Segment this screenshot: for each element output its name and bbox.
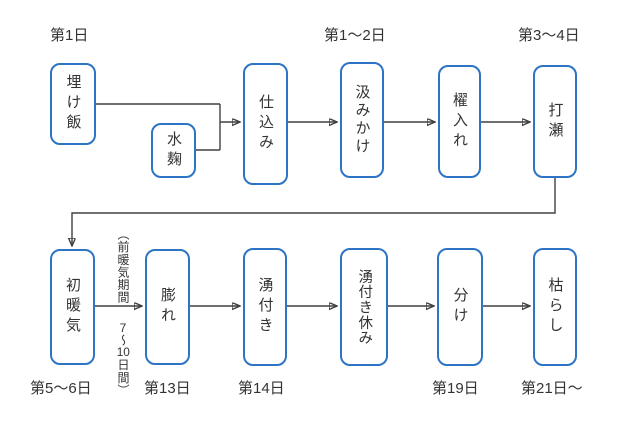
connector-utase-hatsudanki	[72, 178, 556, 246]
node-hatsudanki: 初暖気	[50, 249, 95, 365]
node-wakitsuki-label: 湧付き	[256, 277, 275, 337]
day-label-13: 第13日	[144, 380, 191, 397]
day-label-1-2: 第1〜2日	[324, 27, 386, 44]
node-kaiire-label: 櫂入れ	[451, 91, 469, 152]
node-mizukoji-label: 水麹	[165, 130, 183, 171]
node-utase: 打瀬	[533, 65, 577, 178]
note-line-1: （前暖気期間	[116, 228, 130, 304]
note-line-2: 7〜10日間）	[116, 321, 130, 396]
node-shikomi-label: 仕込み	[257, 94, 275, 154]
node-shikomi: 仕込み	[243, 63, 288, 185]
node-fukure: 膨れ	[145, 249, 190, 365]
day-label-3-4: 第3〜4日	[518, 27, 580, 44]
node-wake: 分け	[437, 248, 483, 366]
node-karashi: 枯らし	[533, 248, 577, 366]
note-num-7: 7	[119, 321, 127, 334]
node-mizukoji: 水麹	[151, 123, 196, 178]
node-karashi-label: 枯らし	[546, 277, 565, 337]
node-fukure-label: 膨れ	[159, 287, 177, 327]
day-label-14: 第14日	[238, 380, 285, 397]
note-suffix: 日間）	[116, 358, 130, 396]
node-wakitsuki-yasumi: 湧付き休み	[340, 248, 388, 366]
node-hatsudanki-label: 初暖気	[64, 277, 82, 337]
note-pre-danki-period: （前暖気期間 7〜10日間）	[109, 228, 137, 396]
day-label-5-6: 第5〜6日	[30, 380, 92, 397]
node-kumikake-label: 汲みかけ	[353, 84, 372, 156]
node-ikemeshi-label: 埋け飯	[64, 74, 83, 134]
node-wakitsuki-yasumi-label: 湧付き休み	[356, 268, 373, 346]
node-utase-label: 打瀬	[546, 101, 565, 142]
day-label-19: 第19日	[432, 380, 479, 397]
node-wakitsuki: 湧付き	[243, 248, 287, 366]
node-kumikake: 汲みかけ	[340, 62, 384, 178]
node-kaiire: 櫂入れ	[438, 65, 481, 178]
day-label-21: 第21日〜	[521, 380, 583, 397]
day-label-1: 第1日	[50, 27, 89, 44]
note-num-10: 10	[116, 346, 130, 359]
node-ikemeshi: 埋け飯	[50, 63, 96, 145]
node-wake-label: 分け	[451, 287, 470, 327]
note-wave-dash: 〜	[116, 333, 130, 347]
